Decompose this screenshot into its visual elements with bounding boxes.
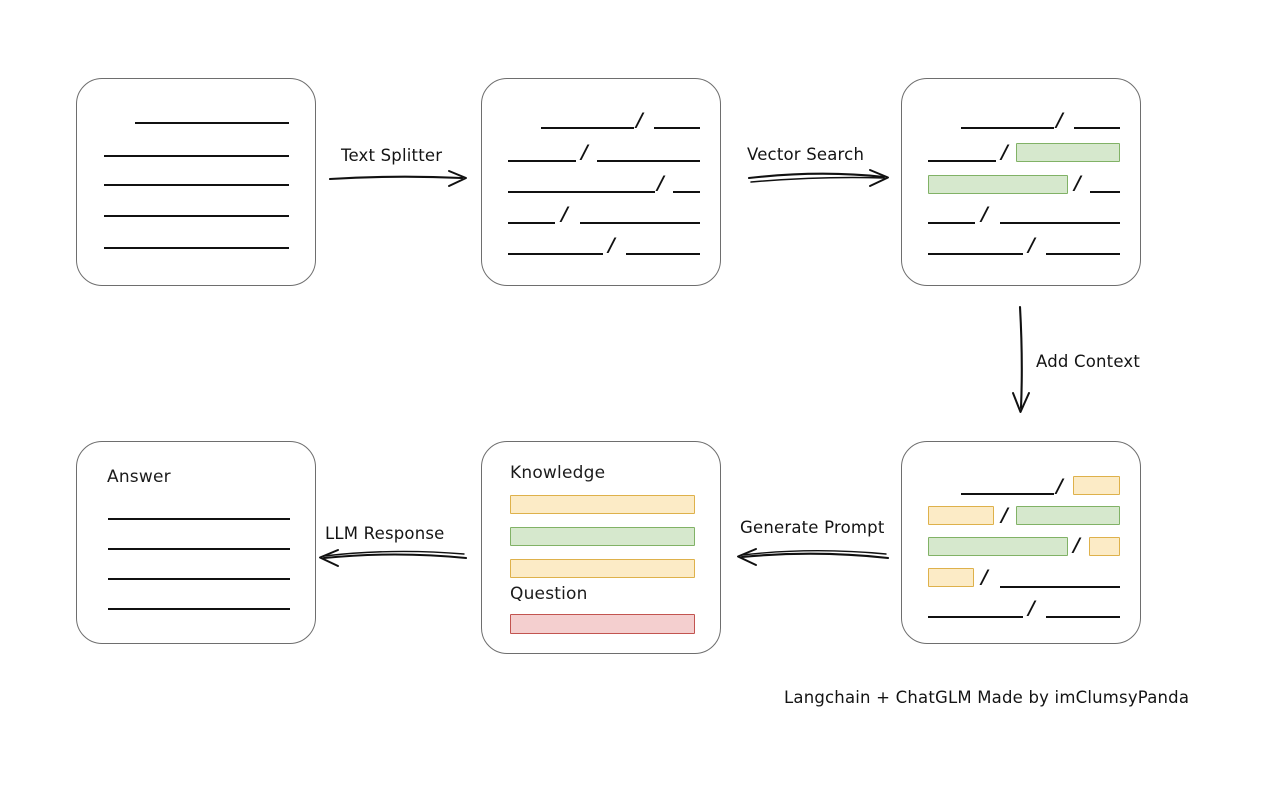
doc-line-segment [1000, 586, 1120, 588]
knowledge-bar-yellow[interactable] [510, 495, 695, 514]
doc-line-segment [508, 253, 603, 255]
retrieved-chunk-green[interactable] [928, 175, 1068, 194]
answer-line [108, 548, 290, 550]
slash-separator: / [981, 203, 988, 225]
doc-line [104, 247, 289, 249]
context-chunk-yellow[interactable] [1089, 537, 1120, 556]
question-bar-red[interactable] [510, 614, 695, 634]
edge-label-text-splitter: Text Splitter [341, 146, 443, 165]
doc-line [104, 155, 289, 157]
edge-label-add-context: Add Context [1036, 352, 1141, 371]
edge-label-generate-prompt: Generate Prompt [740, 518, 885, 537]
slash-separator: / [1001, 504, 1008, 526]
slash-separator: / [636, 109, 643, 131]
doc-line-segment [928, 616, 1023, 618]
split-document-box[interactable]: / / / / / [481, 78, 721, 286]
answer-box[interactable]: Answer [76, 441, 316, 644]
slash-separator: / [1028, 597, 1035, 619]
context-chunk-yellow[interactable] [1073, 476, 1120, 495]
answer-line [108, 578, 290, 580]
arrow-add-context [1012, 305, 1030, 413]
doc-line [104, 215, 289, 217]
slash-separator: / [657, 172, 664, 194]
prompt-box[interactable]: Knowledge Question [481, 441, 721, 654]
question-label: Question [510, 584, 588, 604]
searched-document-box[interactable]: / / / / / [901, 78, 1141, 286]
doc-line-segment [1046, 616, 1120, 618]
doc-line-segment [580, 222, 700, 224]
retrieved-chunk-green[interactable] [1016, 143, 1120, 162]
doc-line-segment [654, 127, 700, 129]
slash-separator: / [981, 566, 988, 588]
context-chunk-yellow[interactable] [928, 568, 974, 587]
slash-separator: / [1028, 234, 1035, 256]
doc-line-segment [541, 127, 634, 129]
knowledge-label: Knowledge [510, 463, 606, 483]
doc-line [104, 184, 289, 186]
doc-line-segment [1090, 191, 1120, 193]
doc-line-segment [673, 191, 700, 193]
arrow-text-splitter [328, 170, 467, 187]
arrow-llm-response [319, 549, 468, 567]
doc-line-segment [508, 191, 655, 193]
doc-line [135, 122, 289, 124]
slash-separator: / [608, 234, 615, 256]
edge-label-llm-response: LLM Response [325, 524, 445, 543]
edge-label-vector-search: Vector Search [747, 145, 865, 164]
knowledge-bar-green[interactable] [510, 527, 695, 546]
source-document-box[interactable] [76, 78, 316, 286]
arrow-generate-prompt [737, 548, 890, 566]
doc-line-segment [1046, 253, 1120, 255]
answer-line [108, 518, 290, 520]
doc-line-segment [928, 222, 975, 224]
doc-line-segment [626, 253, 700, 255]
doc-line-segment [508, 222, 555, 224]
doc-line-segment [961, 127, 1054, 129]
diagram-caption: Langchain + ChatGLM Made by imClumsyPand… [784, 688, 1190, 707]
doc-line-segment [1000, 222, 1120, 224]
doc-line-segment [928, 253, 1023, 255]
slash-separator: / [561, 203, 568, 225]
slash-separator: / [1056, 475, 1063, 497]
arrow-vector-search [747, 169, 889, 187]
retrieved-chunk-green[interactable] [1016, 506, 1120, 525]
retrieved-chunk-green[interactable] [928, 537, 1068, 556]
slash-separator: / [1056, 109, 1063, 131]
doc-line-segment [928, 160, 996, 162]
answer-label: Answer [107, 467, 171, 487]
slash-separator: / [1001, 141, 1008, 163]
slash-separator: / [1074, 172, 1081, 194]
doc-line-segment [961, 493, 1054, 495]
context-document-box[interactable]: / / / / / [901, 441, 1141, 644]
answer-line [108, 608, 290, 610]
doc-line-segment [1074, 127, 1120, 129]
doc-line-segment [508, 160, 576, 162]
doc-line-segment [597, 160, 700, 162]
slash-separator: / [581, 141, 588, 163]
context-chunk-yellow[interactable] [928, 506, 994, 525]
slash-separator: / [1073, 534, 1080, 556]
knowledge-bar-yellow[interactable] [510, 559, 695, 578]
